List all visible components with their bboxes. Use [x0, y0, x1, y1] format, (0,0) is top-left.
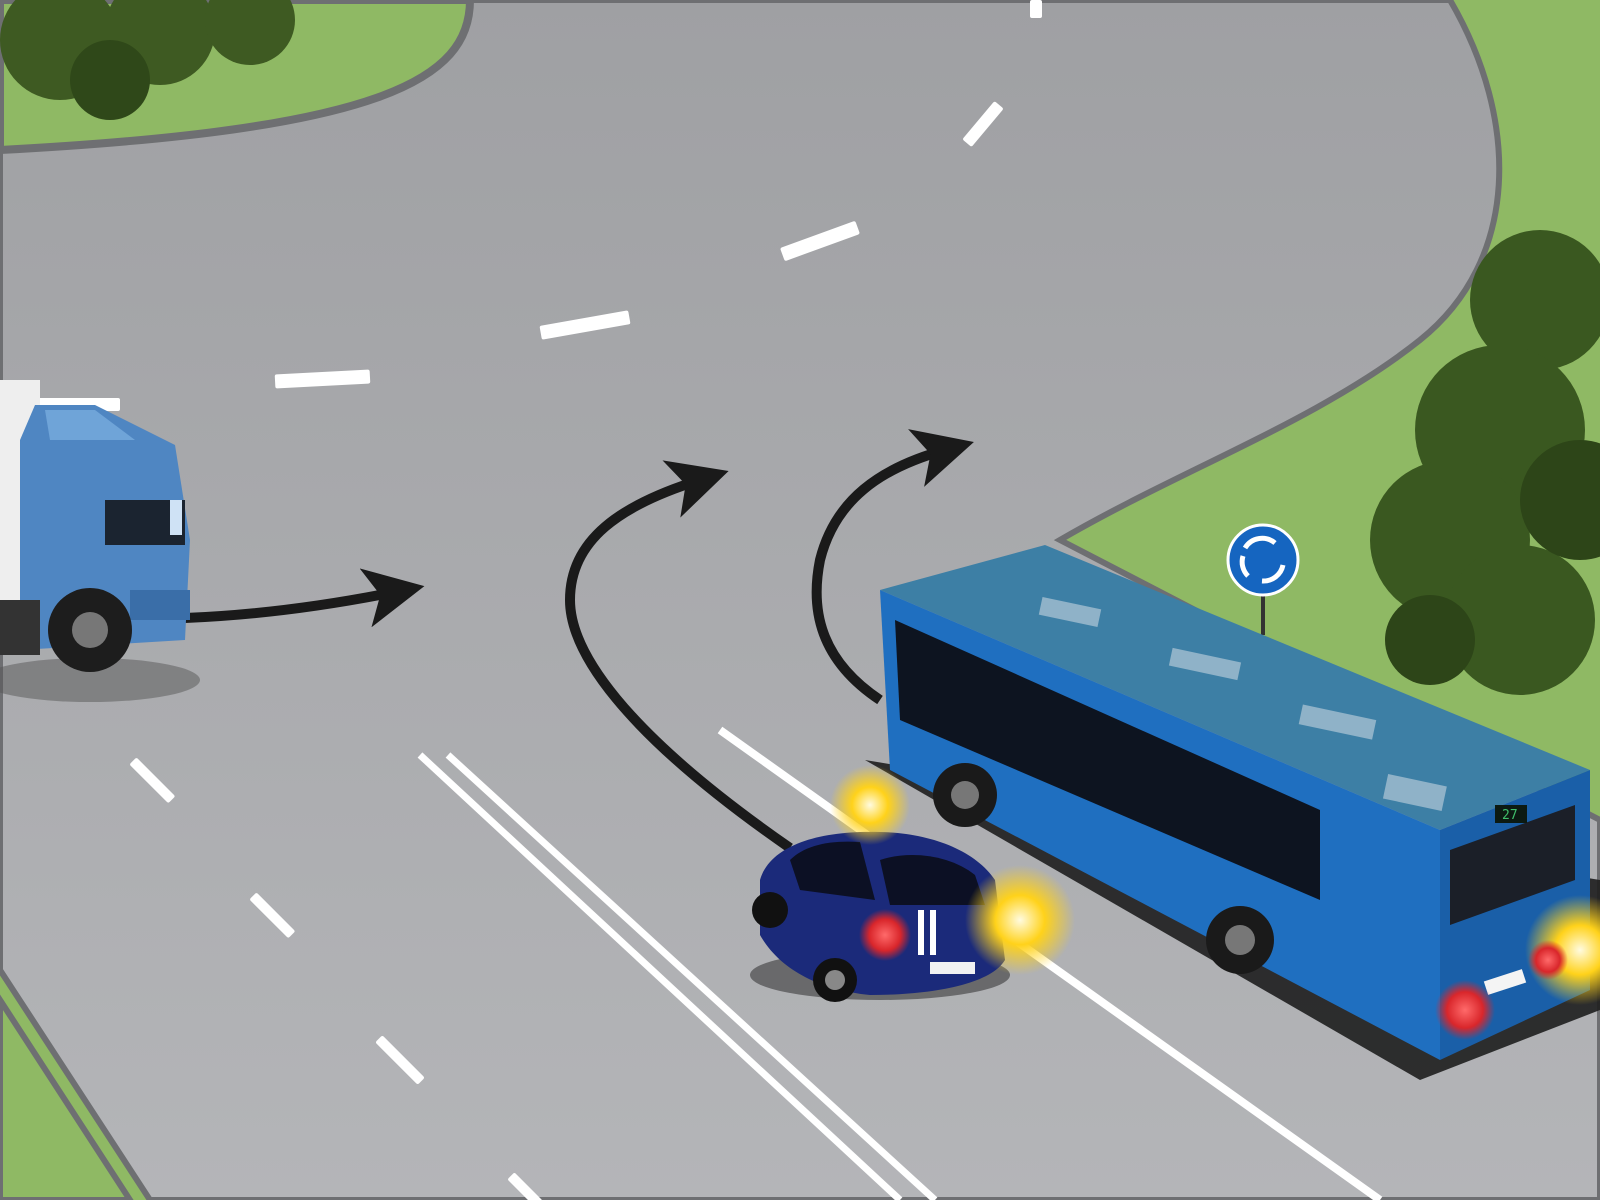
arrow-straight [184, 568, 425, 628]
bottom-left-verge [0, 994, 134, 1200]
car [750, 765, 1075, 1002]
bus: 27 [865, 545, 1600, 1080]
bus-brake-light [1435, 980, 1495, 1040]
car-indicator-flash-rear [965, 865, 1075, 975]
arrow-bus-exit [811, 429, 974, 705]
roundabout-sign [1226, 523, 1300, 635]
roundabout-sign-icon [1239, 535, 1286, 584]
bush-right [1370, 230, 1600, 695]
bus-route-display: 27 [1502, 808, 1518, 823]
car-brake-light [859, 909, 911, 961]
car-indicator-flash-front [830, 765, 910, 845]
bush-top-left [0, 0, 295, 120]
arrow-left-turn [564, 460, 793, 853]
double-solid-line [417, 752, 938, 1200]
truck [0, 380, 200, 702]
lane-markings [25, 0, 1042, 1200]
